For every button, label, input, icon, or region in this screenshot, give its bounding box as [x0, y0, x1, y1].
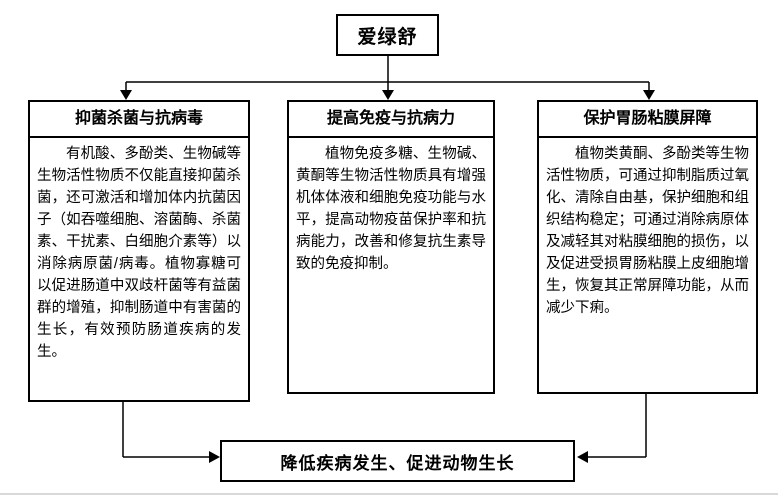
branch-body-antibacterial: 有机酸、多酚类、生物碱等生物活性物质不仅能直接抑菌杀菌，还可激活和增加体内抗菌因…: [37, 146, 241, 360]
branch-box-antibacterial: 抑菌杀菌与抗病毒 有机酸、多酚类、生物碱等生物活性物质不仅能直接抑菌杀菌，还可激…: [28, 100, 250, 402]
arrowhead-down-mid: [382, 90, 394, 100]
branch-body-immunity: 植物免疫多糖、生物碱、黄酮等生物活性物质具有增强机体体液和细胞免疫功能与水平，提…: [296, 146, 486, 272]
outcome-box: 降低疾病发生、促进动物生长: [220, 440, 575, 482]
branch-title-immunity: 提高免疫与抗病力: [289, 102, 493, 138]
arrowhead-down-right: [643, 90, 655, 100]
branch-title-antibacterial: 抑菌杀菌与抗病毒: [30, 102, 248, 138]
branch-title-mucosa: 保护胃肠粘膜屏障: [539, 102, 756, 138]
branch-box-mucosa: 保护胃肠粘膜屏障 植物类黄酮、多酚类等生物活性物质，可通过抑制脂质过氧化、清除自…: [537, 100, 758, 394]
page-bottom-rule: [0, 493, 778, 495]
branch-body-mucosa: 植物类黄酮、多酚类等生物活性物质，可通过抑制脂质过氧化、清除自由基，保护细胞和组…: [546, 146, 749, 316]
branch-box-immunity: 提高免疫与抗病力 植物免疫多糖、生物碱、黄酮等生物活性物质具有增强机体体液和细胞…: [287, 100, 495, 394]
arrowhead-down-left: [120, 90, 132, 100]
outcome-label: 降低疾病发生、促进动物生长: [280, 453, 515, 473]
root-product-label: 爱绿舒: [357, 26, 418, 48]
root-product-box: 爱绿舒: [336, 14, 439, 56]
arrowhead-right-outcome: [209, 451, 220, 463]
arrowhead-left-outcome: [577, 451, 588, 463]
